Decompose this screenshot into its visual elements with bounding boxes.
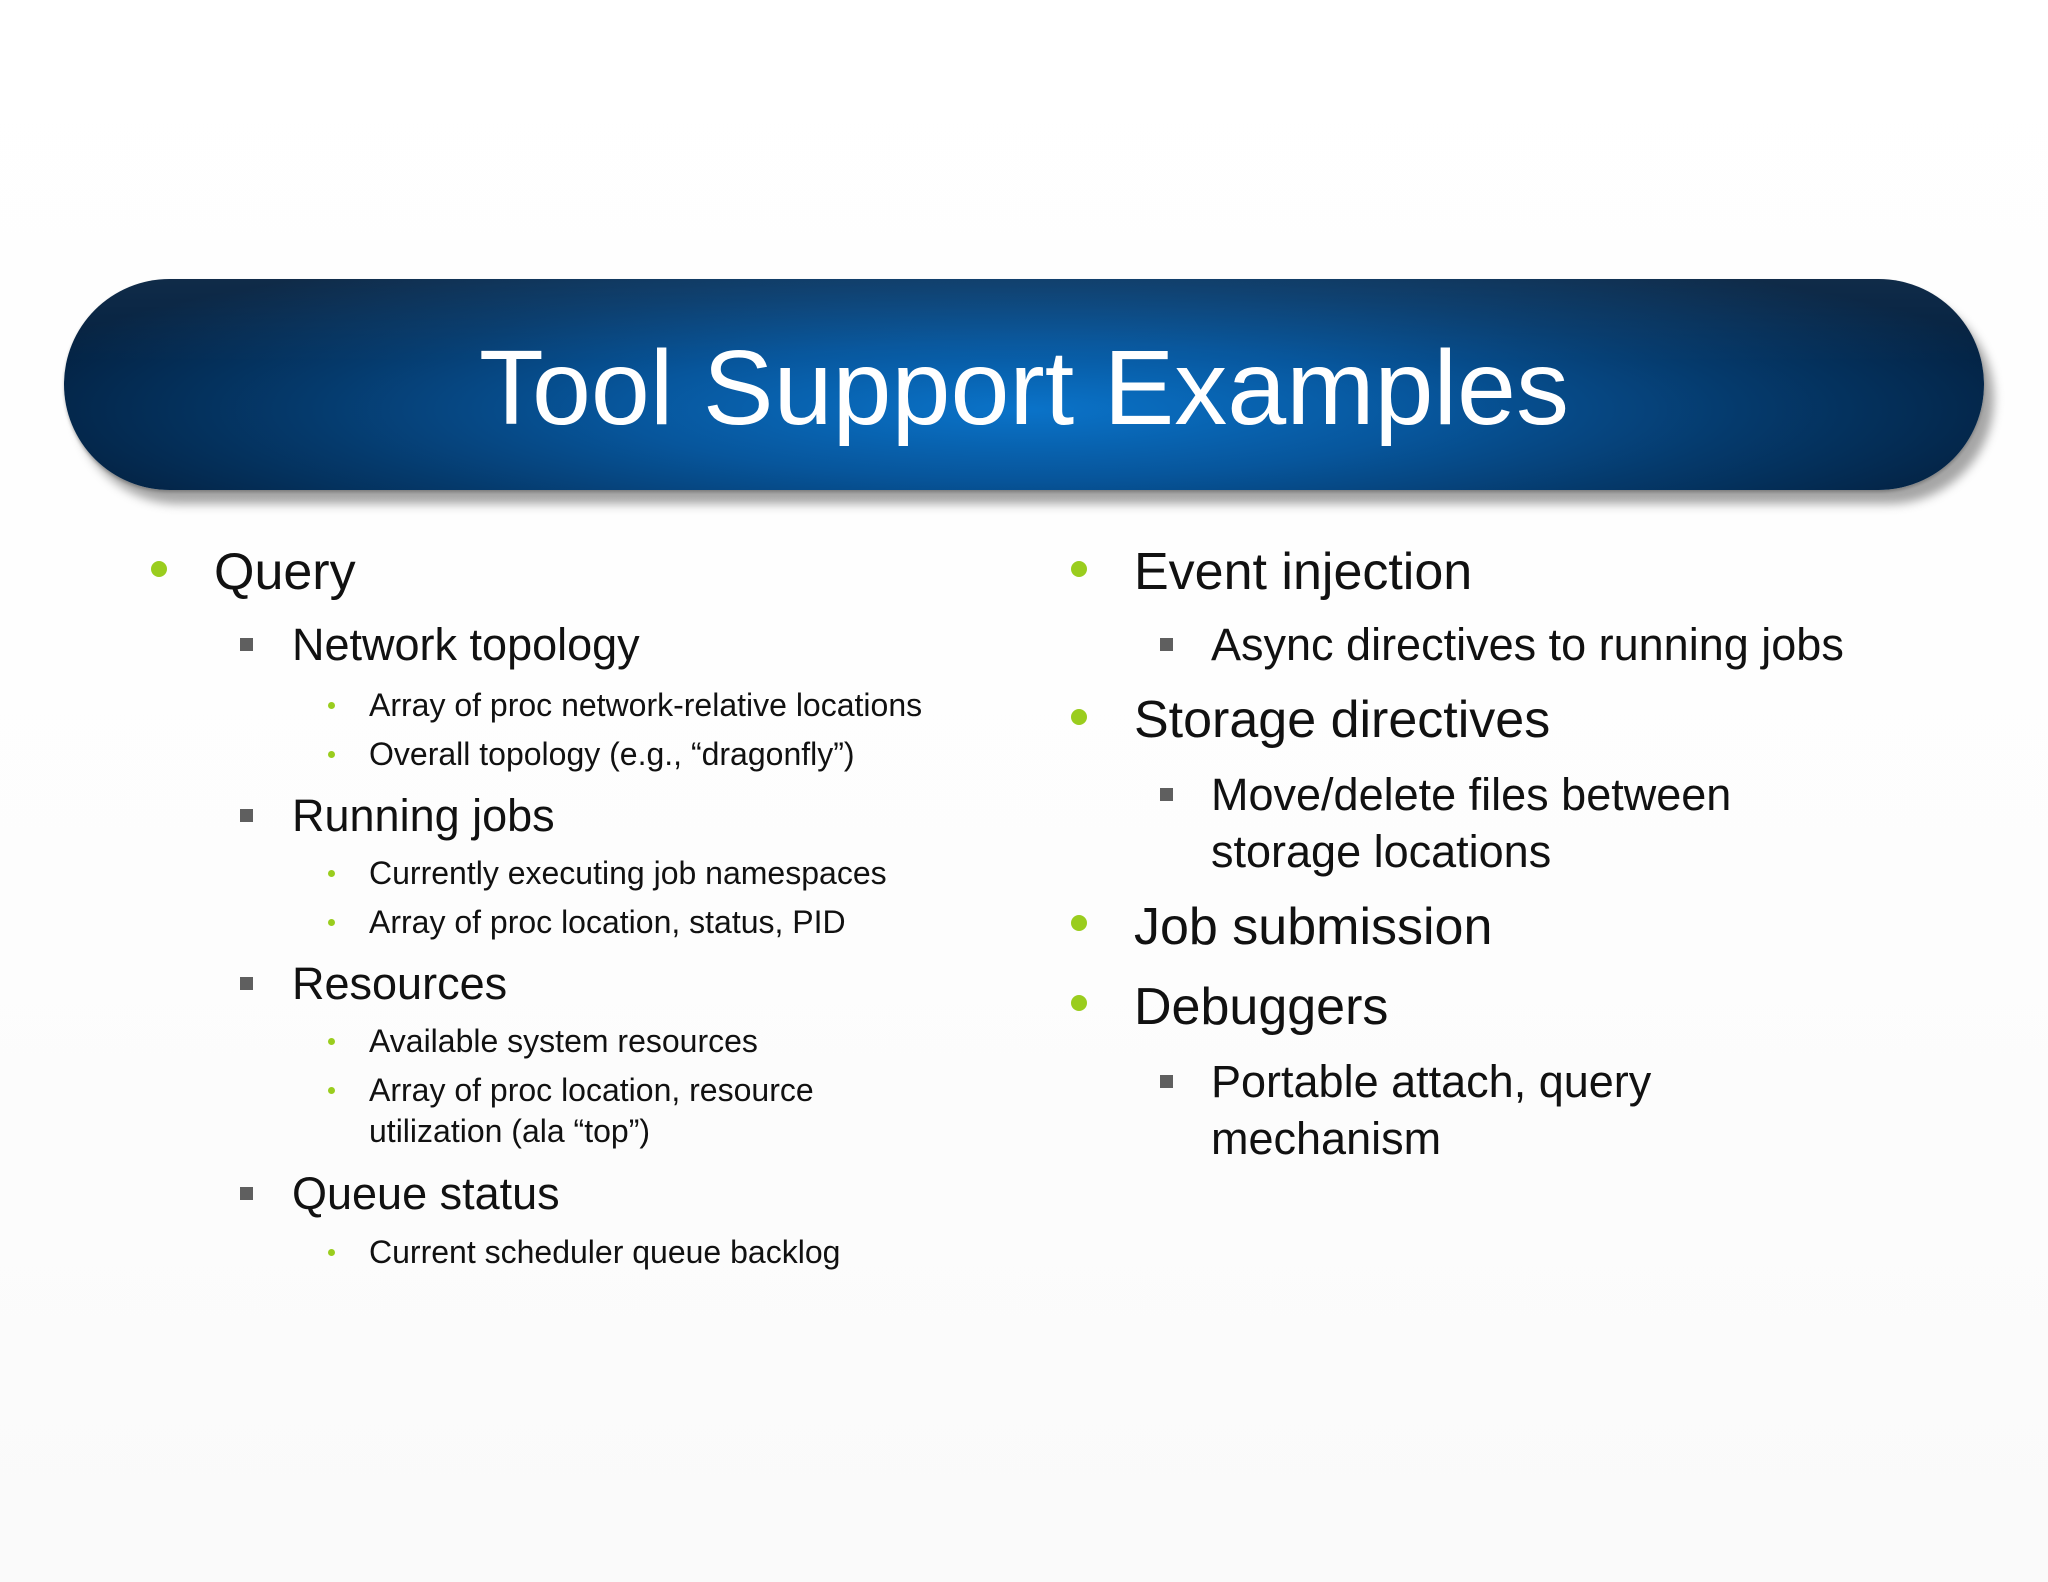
- bullet-square-icon: [240, 977, 253, 990]
- item-storage-directives-1-continued: storage locations: [1211, 826, 1552, 877]
- item-network-topology-2: Overall topology (e.g., “dragonfly”): [369, 736, 855, 772]
- bullet-dot-icon: [151, 561, 167, 577]
- bullet-queue-status: Queue status: [292, 1168, 560, 1219]
- bullet-running-jobs: Running jobs: [292, 790, 555, 841]
- item-storage-directives-1: Move/delete files between: [1211, 769, 1732, 820]
- item-resources-2: Array of proc location, resource: [369, 1072, 814, 1108]
- bullet-query: Query: [214, 543, 356, 601]
- bullet-square-icon: [1160, 788, 1173, 801]
- bullet-small-dot-icon: [328, 1249, 335, 1256]
- bullet-small-dot-icon: [328, 1087, 335, 1094]
- bullet-square-icon: [240, 638, 253, 651]
- item-resources-2-continued: utilization (ala “top”): [369, 1113, 650, 1149]
- bullet-dot-icon: [1071, 995, 1087, 1011]
- item-running-jobs-1: Currently executing job namespaces: [369, 855, 887, 891]
- item-event-injection-1: Async directives to running jobs: [1211, 619, 1844, 670]
- bullet-small-dot-icon: [328, 919, 335, 926]
- bullet-small-dot-icon: [328, 751, 335, 758]
- item-queue-status-1: Current scheduler queue backlog: [369, 1234, 841, 1270]
- bullet-network-topology: Network topology: [292, 619, 640, 670]
- bullet-storage-directives: Storage directives: [1134, 691, 1551, 749]
- item-debuggers-1-continued: mechanism: [1211, 1113, 1442, 1164]
- slide-title: Tool Support Examples: [478, 329, 1570, 447]
- bullet-dot-icon: [1071, 915, 1087, 931]
- bullet-square-icon: [240, 809, 253, 822]
- item-debuggers-1: Portable attach, query: [1211, 1056, 1652, 1107]
- bullet-job-submission: Job submission: [1134, 898, 1493, 956]
- bullet-square-icon: [1160, 1075, 1173, 1088]
- bullet-square-icon: [240, 1187, 253, 1200]
- item-resources-1: Available system resources: [369, 1023, 758, 1059]
- bullet-event-injection: Event injection: [1134, 543, 1473, 601]
- bullet-dot-icon: [1071, 561, 1087, 577]
- bullet-small-dot-icon: [328, 870, 335, 877]
- item-running-jobs-2: Array of proc location, status, PID: [369, 904, 846, 940]
- item-network-topology-1: Array of proc network-relative locations: [369, 687, 923, 723]
- bullet-square-icon: [1160, 638, 1173, 651]
- bullet-dot-icon: [1071, 709, 1087, 725]
- title-banner: Tool Support Examples: [64, 279, 1984, 490]
- bullet-small-dot-icon: [328, 702, 335, 709]
- bullet-resources: Resources: [292, 958, 508, 1009]
- bullet-debuggers: Debuggers: [1134, 978, 1389, 1036]
- bullet-small-dot-icon: [328, 1038, 335, 1045]
